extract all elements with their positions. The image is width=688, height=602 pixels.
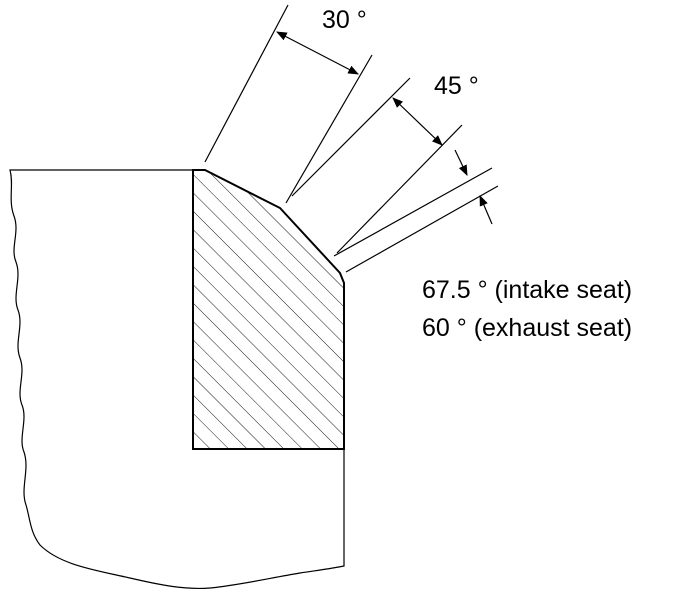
exhaust-seat-angle-label: 60 ° (exhaust seat) bbox=[422, 314, 633, 342]
dimension-arrow-30 bbox=[276, 31, 359, 75]
extension-line-seat-b bbox=[345, 185, 499, 273]
cylinder-head-outline bbox=[9, 169, 345, 589]
dimension-arrow-45 bbox=[392, 97, 443, 146]
valve-seat-hatching bbox=[193, 170, 344, 449]
extension-line-45-a bbox=[291, 77, 411, 197]
extension-line-45-b bbox=[336, 124, 463, 254]
angle-30-label: 30 ° bbox=[322, 6, 367, 34]
angle-45-label: 45 ° bbox=[434, 72, 479, 100]
extension-line-30-a bbox=[204, 4, 289, 163]
extension-line-seat-a bbox=[333, 167, 493, 257]
intake-seat-angle-label: 67.5 ° (intake seat) bbox=[422, 276, 633, 304]
extension-line-30-b bbox=[285, 54, 373, 204]
valve-seat-insert bbox=[192, 169, 345, 450]
dimension-arrow-seat-lower bbox=[479, 195, 493, 225]
dimension-arrow-seat-upper bbox=[454, 149, 468, 176]
